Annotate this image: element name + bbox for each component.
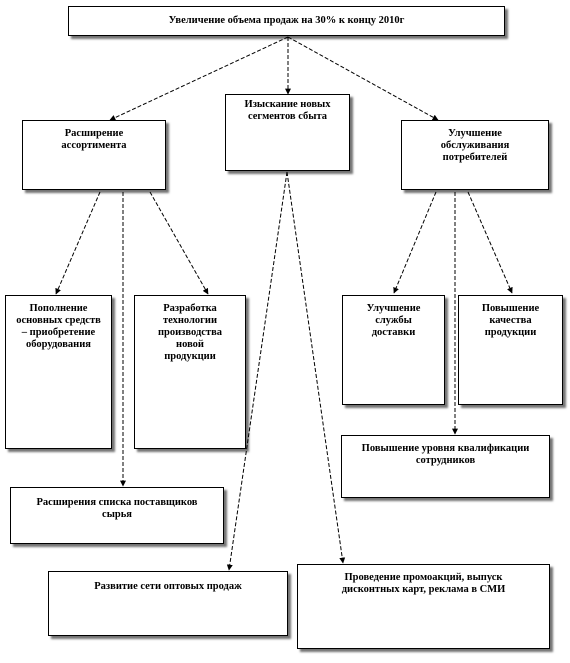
node-technology: Разработка технологии производства новой… (134, 295, 246, 449)
node-segments: Изыскание новых сегментов сбыта (225, 94, 350, 171)
edge-assortment-equipment (55, 191, 101, 295)
node-assortment: Расширение ассортимента (22, 120, 166, 190)
node-root: Увеличение объема продаж на 30% к концу … (68, 6, 505, 36)
edge-segments-wholesale (226, 171, 288, 571)
node-equipment: Пополнение основных средств – приобретен… (5, 295, 112, 449)
edge-service-quality (467, 191, 513, 294)
node-service: Улучшение обслуживания потребителей (401, 120, 549, 190)
node-wholesale: Развитие сети оптовых продаж (48, 571, 288, 636)
node-delivery: Улучшение службы доставки (342, 295, 445, 405)
node-quality: Повышение качества продукции (458, 295, 563, 405)
node-suppliers: Расширения списка поставщиков сырья (10, 487, 224, 544)
node-qualification: Повышение уровня квалификации сотруднико… (341, 435, 550, 498)
node-promotions: Проведение промоакций, выпуск дисконтных… (297, 564, 550, 649)
edge-root-service (287, 36, 439, 121)
edge-root-assortment (109, 36, 289, 121)
edge-assortment-technology (149, 191, 209, 295)
edge-service-delivery (393, 191, 437, 294)
edge-segments-promotions (286, 171, 346, 564)
